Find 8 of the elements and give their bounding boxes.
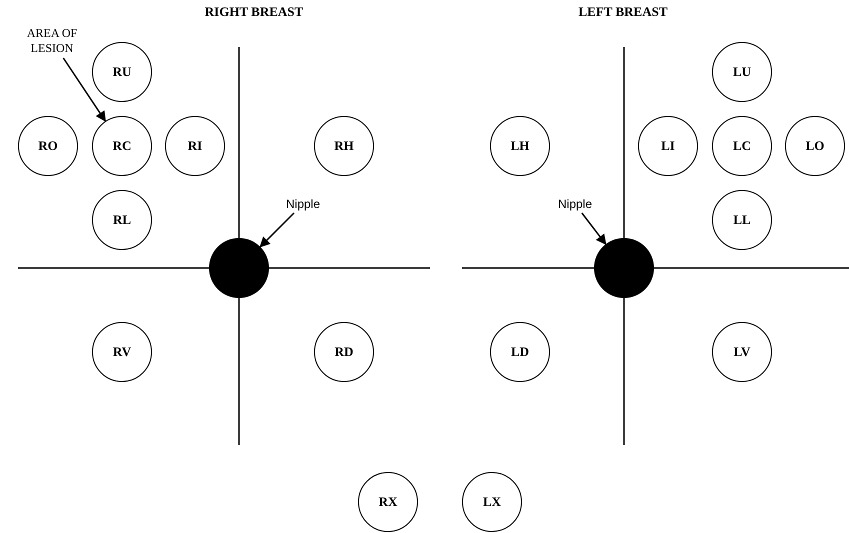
breast-heading: RIGHT BREAST — [204, 4, 304, 20]
leader-arrow — [581, 212, 606, 246]
callout-text: AREA OF LESION — [14, 24, 90, 58]
callout-text: Nipple — [278, 195, 328, 213]
callout-text: Nipple — [550, 195, 600, 213]
leader-arrow — [259, 212, 295, 248]
leader-arrow — [62, 58, 106, 122]
breast-heading: LEFT BREAST — [578, 4, 668, 20]
